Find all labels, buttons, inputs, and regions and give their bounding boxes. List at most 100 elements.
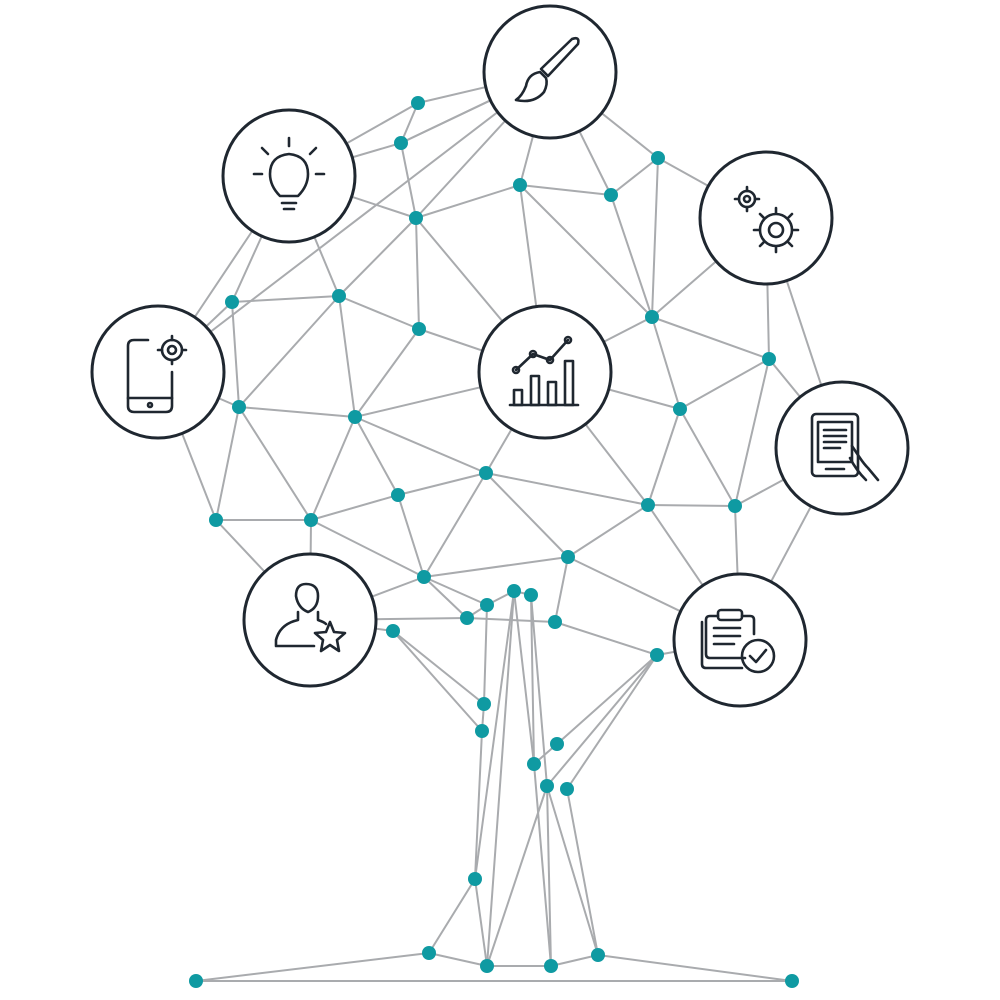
connection-line: [310, 416, 356, 521]
network-node: [479, 466, 493, 480]
network-node: [209, 513, 223, 527]
network-node: [386, 624, 400, 638]
connection-line: [215, 406, 240, 521]
network-node: [641, 498, 655, 512]
network-node: [480, 959, 494, 973]
connection-line: [485, 472, 649, 506]
connection-line: [195, 952, 430, 982]
network-node: [412, 322, 426, 336]
connection-line: [610, 157, 659, 196]
network-node: [544, 959, 558, 973]
network-node: [604, 188, 618, 202]
network-node: [785, 974, 799, 988]
connection-line: [566, 654, 658, 790]
network-node: [524, 588, 538, 602]
connection-line: [423, 472, 487, 578]
network-node: [560, 782, 574, 796]
network-node: [411, 96, 425, 110]
network-node: [391, 488, 405, 502]
connection-line: [554, 621, 658, 656]
network-node: [561, 550, 575, 564]
network-node: [673, 402, 687, 416]
network-node: [550, 737, 564, 751]
network-nodes: [189, 96, 799, 988]
connection-line: [647, 504, 736, 507]
connection-line: [519, 184, 653, 318]
connection-line: [530, 594, 535, 765]
network-node: [189, 974, 203, 988]
phone-settings-icon: [90, 304, 226, 440]
network-node: [728, 499, 742, 513]
lightbulb-icon: [221, 108, 357, 244]
connection-line: [519, 184, 612, 196]
connection-line: [397, 494, 425, 578]
connection-line: [597, 954, 793, 982]
connection-line: [550, 954, 599, 967]
connection-line: [354, 416, 487, 474]
connection-line: [651, 157, 659, 318]
connection-line: [533, 763, 552, 967]
gears-icon: [698, 150, 834, 286]
connection-line: [231, 295, 340, 303]
connection-line: [423, 576, 468, 619]
connection-line: [392, 630, 483, 732]
connection-line: [428, 952, 488, 967]
connection-line: [651, 316, 770, 360]
connection-line: [231, 301, 240, 408]
network-node: [480, 598, 494, 612]
connection-line: [546, 785, 599, 956]
network-node: [527, 757, 541, 771]
connection-line: [338, 295, 420, 330]
connection-line: [513, 590, 535, 765]
connection-line: [610, 194, 653, 318]
connection-line: [546, 785, 552, 967]
connection-line: [423, 556, 569, 578]
connection-line: [238, 406, 356, 418]
network-node: [513, 178, 527, 192]
connection-line: [423, 576, 488, 606]
paintbrush-icon: [482, 4, 618, 140]
connection-line: [392, 630, 485, 705]
connection-line: [554, 556, 569, 623]
connection-line: [566, 788, 599, 956]
connection-line: [483, 604, 488, 705]
network-node: [332, 289, 346, 303]
ebook-reader-icon: [774, 380, 910, 516]
connection-line: [486, 785, 548, 967]
network-node: [477, 697, 491, 711]
connection-line: [238, 295, 340, 408]
network-node: [475, 724, 489, 738]
connection-line: [428, 878, 476, 954]
network-node: [417, 570, 431, 584]
user-star-icon: [242, 552, 378, 688]
network-node: [650, 648, 664, 662]
connection-line: [486, 590, 515, 967]
network-node: [304, 513, 318, 527]
clipboard-check-icon: [672, 572, 808, 708]
network-node: [540, 779, 554, 793]
connection-line: [556, 654, 658, 745]
network-node: [645, 310, 659, 324]
connection-line: [338, 295, 356, 418]
connection-line: [734, 358, 770, 507]
connection-line: [310, 494, 399, 521]
network-node: [507, 584, 521, 598]
connection-line: [474, 730, 483, 880]
network-node: [225, 295, 239, 309]
network-node: [348, 410, 362, 424]
connection-line: [474, 878, 488, 967]
connection-line: [567, 504, 649, 558]
connection-line: [474, 590, 515, 880]
connection-line: [679, 408, 736, 507]
connection-line: [647, 408, 681, 506]
connection-line: [157, 71, 551, 373]
connection-line: [400, 102, 419, 144]
connection-line: [238, 406, 312, 521]
connection-line: [415, 184, 521, 219]
network-node: [409, 211, 423, 225]
connection-line: [546, 654, 658, 787]
network-node: [232, 400, 246, 414]
network-node: [548, 615, 562, 629]
connection-line: [415, 217, 420, 330]
